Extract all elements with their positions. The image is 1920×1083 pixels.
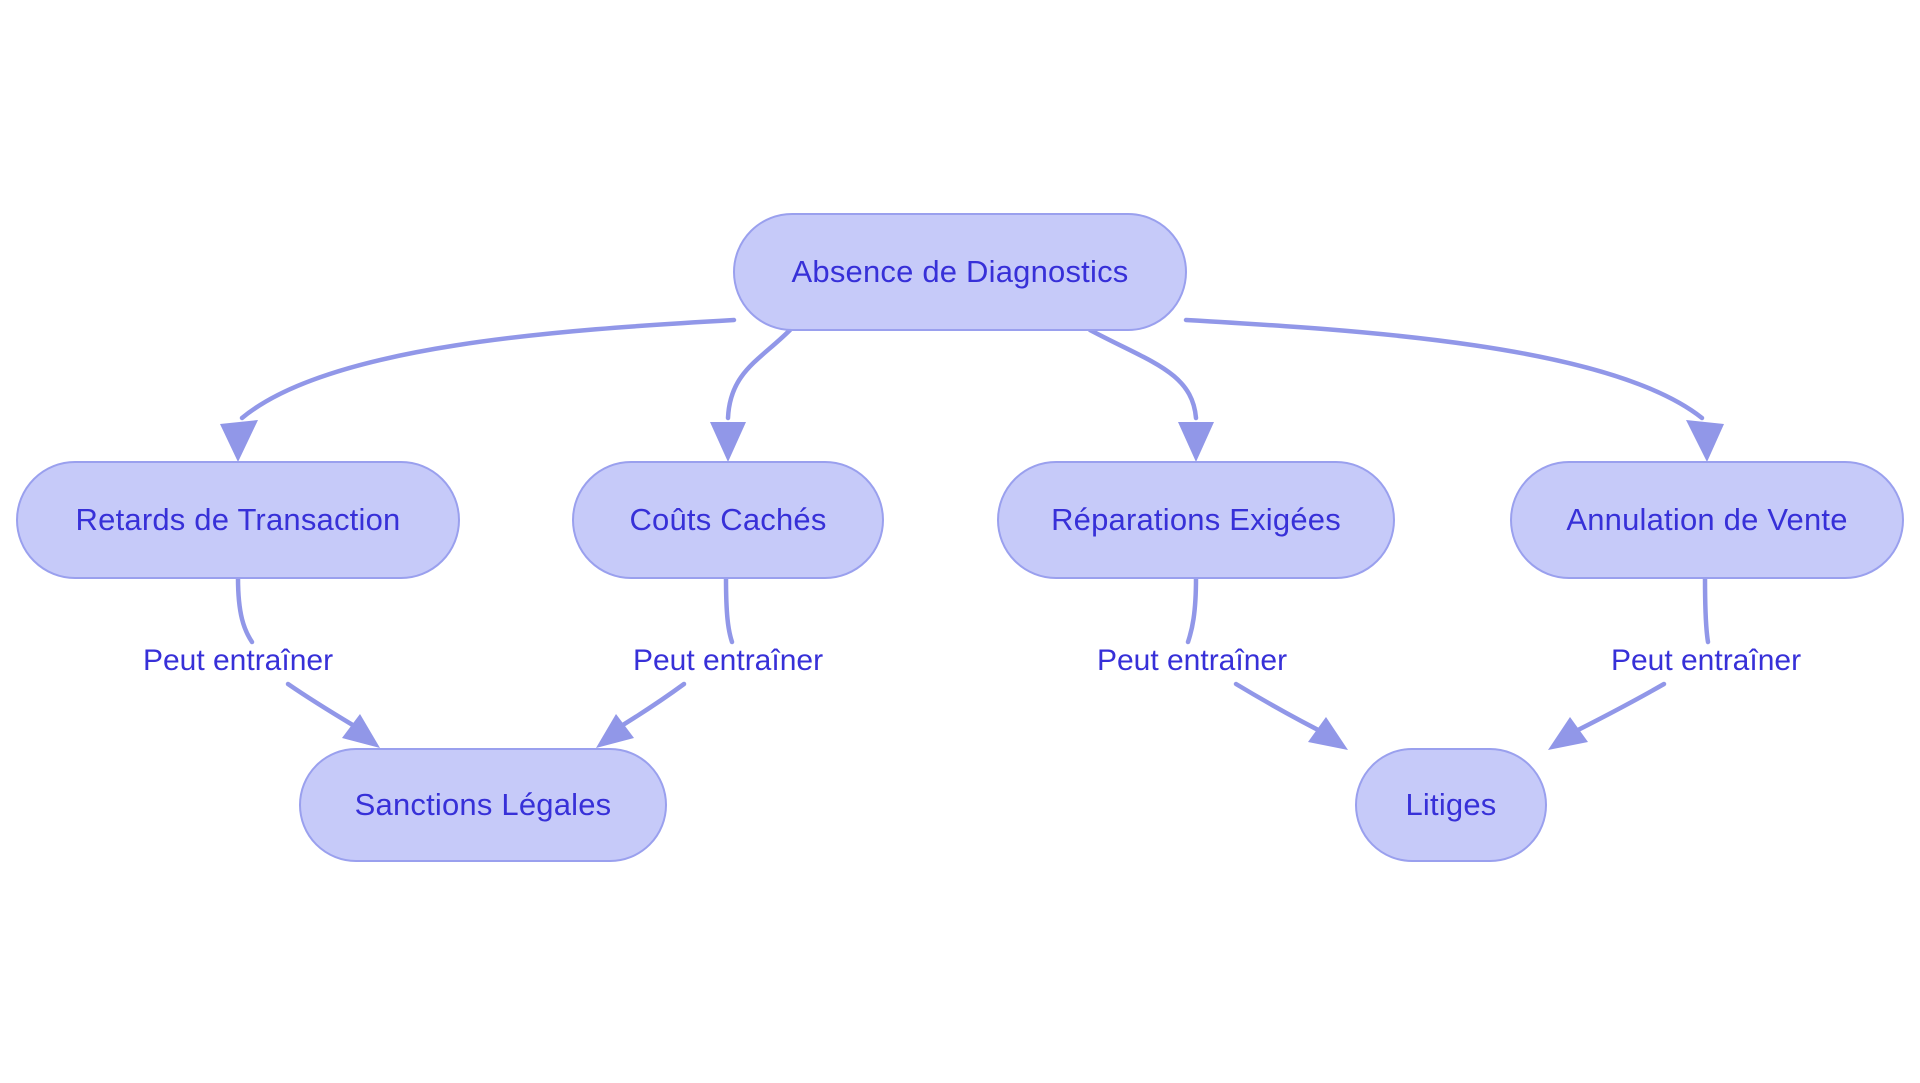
node-couts-caches[interactable]: Coûts Cachés: [572, 461, 884, 579]
edge-arrowhead: [1308, 717, 1348, 750]
edge-arrowhead: [1178, 422, 1214, 462]
node-label: Litiges: [1405, 787, 1496, 822]
node-shape[interactable]: [997, 461, 1395, 579]
node-label: Coûts Cachés: [629, 502, 826, 537]
edge-root-to-reparations: [1087, 327, 1214, 462]
edge-line: [235, 575, 255, 645]
edge-annulation-to-litiges: [1548, 575, 1711, 750]
edge-line: [1087, 327, 1199, 421]
node-shape[interactable]: [733, 213, 1187, 331]
node-layer: Absence de Diagnostics Retards de Transa…: [16, 213, 1904, 862]
node-litiges[interactable]: Litiges: [1355, 748, 1547, 862]
node-reparations-exigees[interactable]: Réparations Exigées: [997, 461, 1395, 579]
edge-arrowhead: [220, 420, 258, 462]
edge-couts-to-sanctions: [596, 575, 735, 748]
edge-arrowhead: [1548, 717, 1588, 750]
edge-arrowhead: [596, 714, 634, 748]
node-annulation-de-vente[interactable]: Annulation de Vente: [1510, 461, 1904, 579]
edge-arrowhead: [342, 714, 380, 748]
edge-arrowhead: [710, 422, 746, 462]
edge-label-annulation-litiges: Peut entraîner: [1611, 644, 1801, 677]
node-shape[interactable]: [16, 461, 460, 579]
edge-line: [723, 575, 735, 645]
edge-line: [1183, 317, 1705, 421]
edge-line: [1702, 575, 1711, 645]
edge-layer: [220, 317, 1724, 750]
edge-line: [1561, 681, 1667, 740]
edge-root-to-couts: [710, 327, 793, 462]
edge-label-retards-sanctions: Peut entraîner: [143, 644, 333, 677]
node-label: Réparations Exigées: [1051, 502, 1341, 537]
edge-root-to-annulation: [1183, 317, 1724, 462]
edge-label-couts-sanctions: Peut entraîner: [633, 644, 823, 677]
edge-line: [1185, 575, 1199, 645]
node-retards-de-transaction[interactable]: Retards de Transaction: [16, 461, 460, 579]
node-label: Annulation de Vente: [1566, 502, 1847, 537]
node-shape[interactable]: [1355, 748, 1547, 862]
node-absence-de-diagnostics[interactable]: Absence de Diagnostics: [733, 213, 1187, 331]
node-label: Retards de Transaction: [76, 502, 401, 537]
node-sanctions-legales[interactable]: Sanctions Légales: [299, 748, 667, 862]
edge-reparations-to-litiges: [1185, 575, 1348, 750]
node-label: Absence de Diagnostics: [792, 254, 1129, 289]
node-shape[interactable]: [572, 461, 884, 579]
edge-label-layer: Peut entraîner Peut entraîner Peut entra…: [143, 644, 1801, 677]
node-label: Sanctions Légales: [355, 787, 612, 822]
edge-arrowhead: [1686, 420, 1724, 462]
edge-line: [725, 327, 793, 421]
edge-root-to-retards: [220, 317, 737, 462]
edge-line: [239, 317, 737, 421]
node-shape[interactable]: [1510, 461, 1904, 579]
node-shape[interactable]: [299, 748, 667, 862]
edge-retards-to-sanctions: [235, 575, 380, 748]
edge-label-reparations-litiges: Peut entraîner: [1097, 644, 1287, 677]
